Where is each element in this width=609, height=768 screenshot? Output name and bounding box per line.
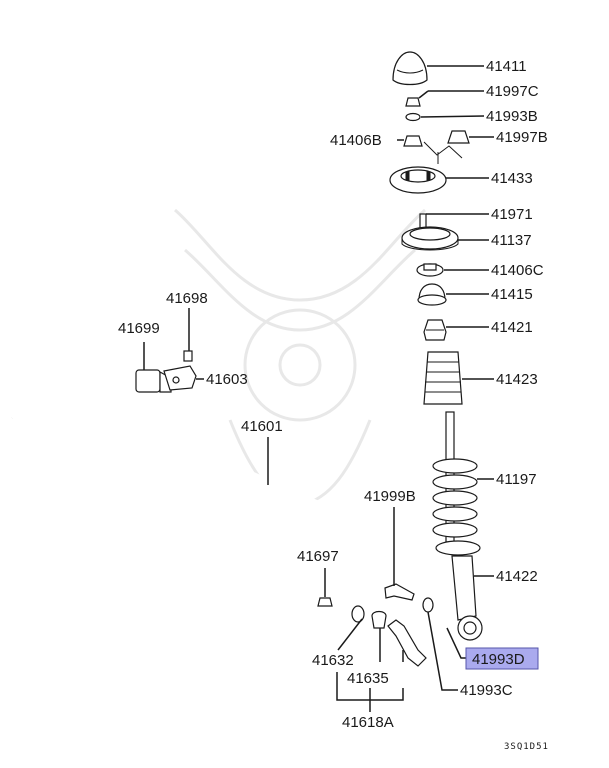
diagram-code: 3SQ1D51 [504,742,549,752]
part-41632-bushing[interactable] [337,605,365,651]
part-41137-bearing[interactable] [401,226,489,251]
label-41997C: 41997C [486,83,539,100]
label-41421: 41421 [491,319,533,336]
part-41433-strut-mount[interactable] [389,152,489,194]
group-41618A-bracket [336,672,404,712]
part-41422-shock-absorber[interactable] [451,555,494,641]
part-41699-bushing[interactable] [135,342,172,393]
part-41421-bump-stop[interactable] [423,319,489,341]
part-41411-insulator-cap[interactable] [392,51,484,86]
label-41993C: 41993C [460,682,513,699]
label-41603: 41603 [206,371,248,388]
label-41697: 41697 [297,548,339,565]
label-41197: 41197 [496,471,537,488]
label-41635: 41635 [347,670,389,687]
label-41433: 41433 [491,170,533,187]
label-41411: 41411 [486,58,527,75]
label-41632: 41632 [312,652,354,669]
label-41415: 41415 [491,286,533,303]
label-41997B: 41997B [496,129,548,146]
part-41601-stabilizer-bar[interactable] [10,392,374,606]
label-41406B: 41406B [330,132,382,149]
part-41635-stabilizer-link[interactable] [371,610,427,667]
part-41415-spring-seat[interactable] [417,283,489,306]
part-41406C-nut[interactable] [416,263,489,277]
label-41993B: 41993B [486,108,538,125]
part-41971-pin[interactable] [419,213,489,229]
label-41993D: 41993D [472,651,525,668]
part-41999B-bolt[interactable] [384,507,415,601]
label-41601: 41601 [241,418,283,435]
label-41999B: 41999B [364,488,416,505]
part-41697-nut[interactable] [317,568,333,607]
part-41997C-nut[interactable] [405,90,484,107]
part-41197-coil-spring[interactable] [432,411,494,556]
part-41406B-nut[interactable] [397,135,423,147]
part-41997B-nut[interactable] [447,130,494,144]
label-41618A: 41618A [342,714,394,731]
dashed-link [423,141,463,159]
label-41423: 41423 [496,371,538,388]
part-41698-bolt[interactable] [183,308,193,362]
part-41603-bracket[interactable] [163,365,204,391]
part-41993B-washer[interactable] [405,112,485,122]
label-41698: 41698 [166,290,208,307]
highlight-41993D[interactable]: 41993D [465,647,539,670]
lead-41993D [446,627,466,659]
label-41422: 41422 [496,568,538,585]
label-41137: 41137 [491,232,532,249]
part-41993C-washer[interactable] [422,597,458,691]
label-41971: 41971 [491,206,533,223]
label-41699: 41699 [118,320,160,337]
part-41423-dust-boot[interactable] [423,351,494,405]
label-41406C: 41406C [491,262,544,279]
